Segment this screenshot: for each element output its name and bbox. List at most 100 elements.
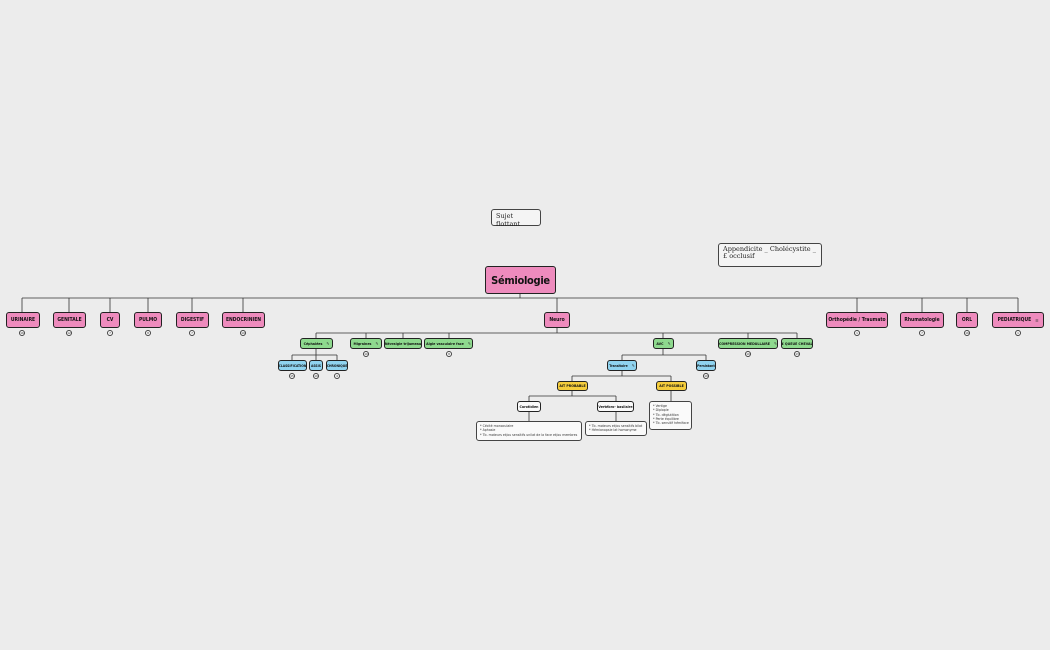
topic-assis[interactable]: ASSIS <box>309 360 323 371</box>
topic-pulmo[interactable]: PULMO <box>134 312 162 328</box>
topic-transitoire[interactable]: Transitoire ✎ <box>607 360 637 371</box>
topic-orl[interactable]: ORL <box>956 312 978 328</box>
topic-cephalees-label: Céphalées <box>303 341 323 346</box>
topic-carotidien[interactable]: Carotidien <box>517 401 541 412</box>
floating-topic-appendicite[interactable]: Appendicite _ Cholécystite _ £ occlusif <box>718 243 822 267</box>
topic-avc-label: AVC <box>656 341 664 346</box>
note-line: * Vertige <box>653 404 667 408</box>
note-line: * Tb. déglutition <box>653 412 679 417</box>
note-vertebro[interactable]: * Tb. moteurs et/ou sensitifs bilat * Hé… <box>585 421 647 436</box>
count-badge-rhumatologie[interactable]: 7 <box>919 330 925 336</box>
topic-neuro[interactable]: Neuro <box>544 312 570 328</box>
root-topic-label: Sémiologie <box>491 273 550 287</box>
topic-persistant-label: Persistant <box>697 363 715 368</box>
note-icon[interactable]: ✎ <box>326 341 330 346</box>
notes-icon[interactable]: ☰ <box>1035 317 1039 323</box>
count-badge-assis[interactable]: 10 <box>313 373 319 379</box>
topic-ait-probable[interactable]: AIT PROBABLE <box>557 381 588 391</box>
topic-transitoire-label: Transitoire <box>609 363 628 368</box>
count-badge-chronique[interactable]: 4 <box>334 373 340 379</box>
topic-digestif-label: DIGESTIF <box>180 317 205 323</box>
topic-ait-probable-label: AIT PROBABLE <box>559 384 586 388</box>
note-line: * Aphasie <box>480 428 496 433</box>
note-line: * Perte équilibre <box>653 416 679 421</box>
note-line: * Hémianopsie lat homonyme <box>589 428 637 433</box>
topic-avc[interactable]: AVC ✎ <box>653 338 674 349</box>
topic-algie[interactable]: Algie vasculaire face ✎ <box>424 338 473 349</box>
topic-pediatrique[interactable]: PEDIATRIQUE ☰ <box>992 312 1044 328</box>
count-badge-urinaire[interactable]: 16 <box>19 330 25 336</box>
count-badge-classification[interactable]: 15 <box>289 373 295 379</box>
topic-cv-label: CV <box>106 317 114 323</box>
count-badge-endocrinien[interactable]: 10 <box>240 330 246 336</box>
topic-cephalees[interactable]: Céphalées ✎ <box>300 338 333 349</box>
topic-urinaire-label: URINAIRE <box>10 317 36 323</box>
count-badge-orl[interactable]: 16 <box>964 330 970 336</box>
topic-chronique[interactable]: CHRONIQUE <box>326 360 348 371</box>
count-badge-queue-cheval[interactable]: 13 <box>794 351 800 357</box>
topic-chronique-label: CHRONIQUE <box>326 363 348 368</box>
topic-neuro-label: Neuro <box>549 317 565 323</box>
topic-urinaire[interactable]: URINAIRE <box>6 312 40 328</box>
topic-endocrinien[interactable]: ENDOCRINIEN <box>222 312 265 328</box>
root-topic[interactable]: Sémiologie <box>485 266 556 294</box>
note-icon[interactable]: ✎ <box>375 341 379 346</box>
topic-pediatrique-label: PEDIATRIQUE <box>997 317 1032 323</box>
topic-cv[interactable]: CV <box>100 312 120 328</box>
floating-topic-appendicite-label: Appendicite _ Cholécystite _ £ occlusif <box>723 245 816 261</box>
note-icon[interactable]: ✎ <box>631 363 635 368</box>
topic-migraines-label: Migraines <box>353 341 372 346</box>
topic-vertebro-basilaire[interactable]: Vertébro- basilaire <box>597 401 634 412</box>
count-badge-cv[interactable]: 7 <box>107 330 113 336</box>
note-line: * Tb. moteurs et/ou sensitifs bilat <box>589 424 643 428</box>
topic-nevralgie-label: Névralgie trijumeau <box>384 341 422 346</box>
topic-queue-cheval-label: £ QUEUE CHEVAL <box>781 341 813 346</box>
topic-endocrinien-label: ENDOCRINIEN <box>225 317 262 323</box>
note-ait-possible[interactable]: * Vertige * Diplopie * Tb. déglutition *… <box>649 401 692 430</box>
note-icon[interactable]: ✎ <box>667 341 671 346</box>
count-badge-digestif[interactable]: 7 <box>189 330 195 336</box>
count-badge-compression[interactable]: 10 <box>745 351 751 357</box>
topic-classification[interactable]: CLASSIFICATION <box>278 360 307 371</box>
topic-carotidien-label: Carotidien <box>519 404 539 409</box>
note-line: * Tb. moteurs et/ou sensitifs unilat de … <box>480 432 578 437</box>
topic-genitale-label: GENITALE <box>57 317 82 323</box>
topic-orthopedie-label: Orthopédie / Traumato <box>828 317 886 323</box>
topic-rhumatologie[interactable]: Rhumatologie <box>900 312 944 328</box>
topic-ait-possible-label: AIT POSSIBLE <box>659 384 684 388</box>
count-badge-pediatrique[interactable]: 1 <box>1015 330 1021 336</box>
note-icon[interactable]: ✎ <box>773 341 777 346</box>
topic-digestif[interactable]: DIGESTIF <box>176 312 209 328</box>
topic-compression-label: COMPRESSION MEDULLAIRE <box>719 341 770 346</box>
floating-topic-sujet[interactable]: Sujet flottant <box>491 209 541 228</box>
note-line: * Tb. sensitif hémiface <box>653 421 689 426</box>
count-badge-algie[interactable]: 8 <box>446 351 452 357</box>
topic-persistant[interactable]: Persistant <box>696 360 716 371</box>
count-badge-migraines[interactable]: 10 <box>363 351 369 357</box>
count-badge-orthopedie[interactable]: 1 <box>854 330 860 336</box>
topic-pulmo-label: PULMO <box>138 317 158 323</box>
topic-nevralgie[interactable]: Névralgie trijumeau <box>384 338 422 349</box>
topic-algie-label: Algie vasculaire face <box>426 341 464 346</box>
count-badge-pulmo[interactable]: 8 <box>145 330 151 336</box>
topic-orl-label: ORL <box>961 317 973 323</box>
count-badge-persistant[interactable]: 10 <box>703 373 709 379</box>
note-line: * Diplopie <box>653 408 669 413</box>
topic-queue-cheval[interactable]: £ QUEUE CHEVAL <box>781 338 813 349</box>
topic-assis-label: ASSIS <box>311 363 321 368</box>
floating-topic-sujet-label: Sujet flottant <box>496 212 521 228</box>
topic-orthopedie[interactable]: Orthopédie / Traumato <box>826 312 888 328</box>
note-carotidien[interactable]: * Cécité monoculaire * Aphasie * Tb. mot… <box>476 421 582 441</box>
count-badge-genitale[interactable]: 12 <box>66 330 72 336</box>
note-icon[interactable]: ✎ <box>467 341 471 346</box>
topic-genitale[interactable]: GENITALE <box>53 312 86 328</box>
topic-vertebro-label: Vertébro- basilaire <box>598 404 633 409</box>
topic-classification-label: CLASSIFICATION <box>278 363 307 368</box>
topic-rhumatologie-label: Rhumatologie <box>904 317 940 323</box>
note-line: * Cécité monoculaire <box>480 424 514 428</box>
topic-compression-medullaire[interactable]: COMPRESSION MEDULLAIRE ✎ <box>718 338 778 349</box>
topic-ait-possible[interactable]: AIT POSSIBLE <box>656 381 687 391</box>
topic-migraines[interactable]: Migraines ✎ <box>350 338 382 349</box>
